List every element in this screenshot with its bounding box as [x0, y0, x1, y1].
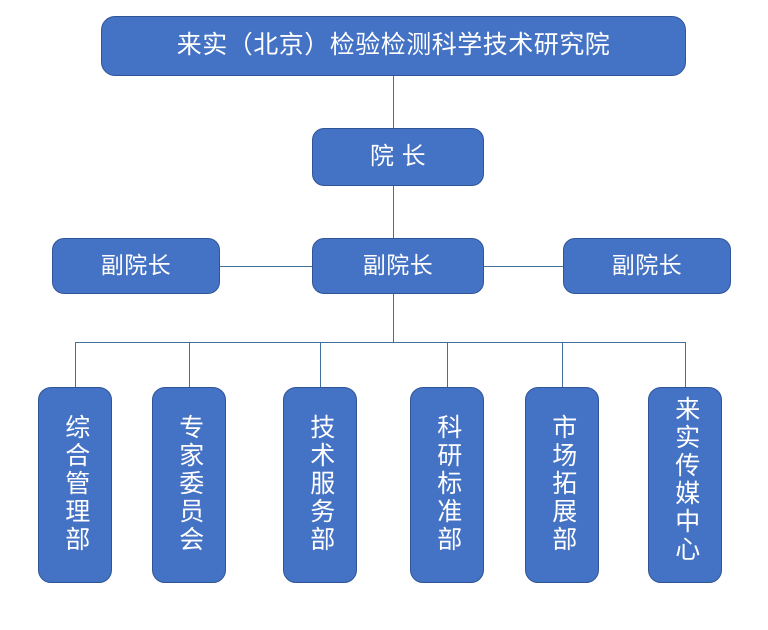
org-node-department-2[interactable]: 专家委员会	[152, 387, 226, 583]
connector-bus-to-dept-4	[447, 342, 448, 387]
org-node-department-6-label: 来实传媒中心	[671, 396, 700, 564]
connector-vice-center-to-vice-left	[220, 266, 312, 267]
connector-director-to-vice-center	[393, 186, 394, 238]
org-node-vice-director-1-label: 副院长	[100, 252, 172, 279]
connector-bus-to-dept-6	[685, 342, 686, 387]
connector-bus-to-dept-3	[320, 342, 321, 387]
org-node-department-2-label: 专家委员会	[175, 414, 204, 554]
org-node-department-4[interactable]: 科研标准部	[410, 387, 484, 583]
connector-vice-center-to-vice-right	[484, 266, 563, 267]
org-node-institute-label: 来实（北京）检验检测科学技术研究院	[176, 31, 611, 60]
org-node-department-4-label: 科研标准部	[433, 414, 462, 554]
org-node-department-1-label: 综合管理部	[61, 414, 90, 554]
org-node-department-6[interactable]: 来实传媒中心	[648, 387, 722, 583]
org-node-director[interactable]: 院 长	[312, 128, 484, 186]
connector-bus-to-dept-1	[75, 342, 76, 387]
org-node-vice-director-2[interactable]: 副院长	[312, 238, 484, 294]
connector-vice-center-to-bus	[393, 294, 394, 342]
org-node-department-3-label: 技术服务部	[306, 414, 335, 554]
org-node-department-5[interactable]: 市场拓展部	[525, 387, 599, 583]
org-node-vice-director-3[interactable]: 副院长	[563, 238, 731, 294]
org-node-vice-director-3-label: 副院长	[611, 252, 683, 279]
org-node-vice-director-1[interactable]: 副院长	[52, 238, 220, 294]
connector-bus-to-dept-2	[189, 342, 190, 387]
org-node-department-1[interactable]: 综合管理部	[38, 387, 112, 583]
org-node-director-label: 院 长	[369, 142, 427, 170]
org-node-institute[interactable]: 来实（北京）检验检测科学技术研究院	[101, 16, 686, 76]
org-node-department-5-label: 市场拓展部	[548, 414, 577, 554]
connector-root-to-director	[393, 76, 394, 128]
org-node-department-3[interactable]: 技术服务部	[283, 387, 357, 583]
department-bus-line	[75, 342, 685, 343]
org-node-vice-director-2-label: 副院长	[362, 252, 434, 279]
connector-bus-to-dept-5	[562, 342, 563, 387]
